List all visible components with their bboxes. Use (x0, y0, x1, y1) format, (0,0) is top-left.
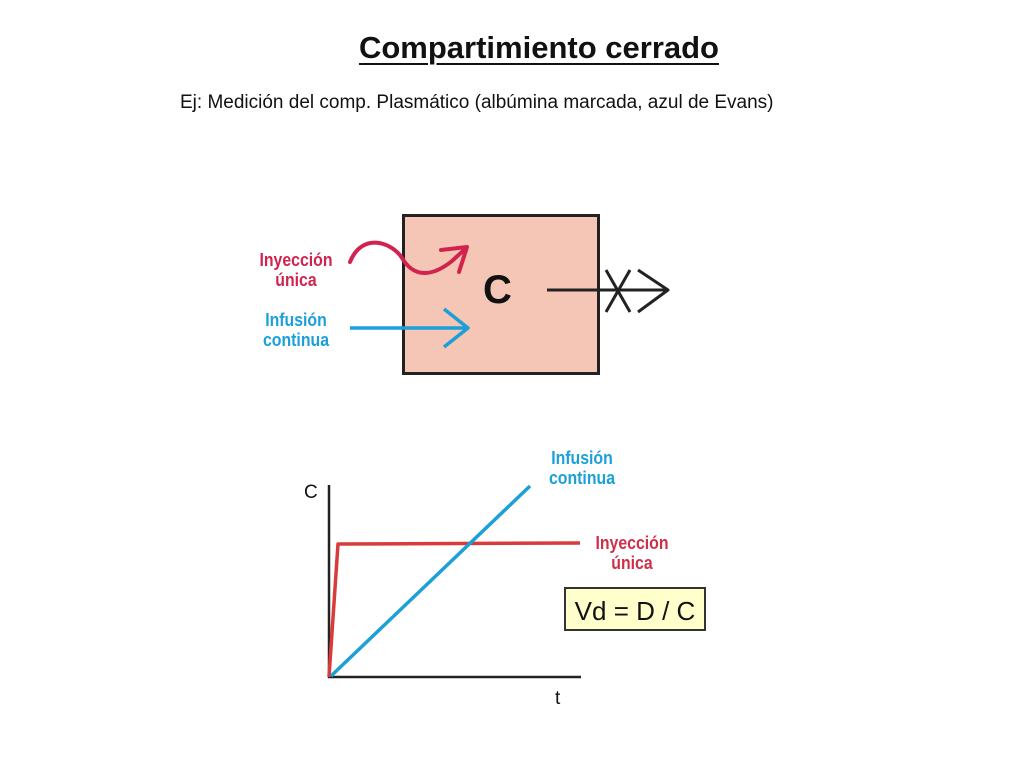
single-injection-arrow-icon (348, 240, 466, 275)
compartment-letter: C (483, 268, 512, 312)
graph-injection-label-line1: Inyección (595, 533, 669, 553)
graph-y-axis-label: C (304, 482, 318, 503)
graph-single-injection-line (327, 541, 581, 678)
continuous-infusion-label: Infusión continua (256, 310, 337, 350)
graph-continuous-infusion-line (329, 484, 532, 678)
page-subtitle: Ej: Medición del comp. Plasmático (albúm… (180, 92, 774, 113)
continuous-infusion-arrowhead-icon (442, 307, 470, 349)
graph-infusion-label: Infusión continua (542, 448, 623, 488)
graph-injection-label: Inyección única (590, 533, 674, 573)
continuous-infusion-label-line2: continua (263, 330, 329, 350)
page-title: Compartimiento cerrado (358, 30, 719, 65)
single-injection-label-line1: Inyección (259, 250, 333, 270)
graph-infusion-label-line2: continua (549, 468, 615, 488)
output-arrowhead-icon (637, 268, 670, 314)
single-injection-label-line2: única (275, 270, 317, 290)
graph-injection-label-line2: única (611, 553, 653, 573)
single-injection-label: Inyección única (256, 250, 337, 290)
compartment-box (402, 214, 600, 375)
volume-formula-box: Vd = D / C (564, 587, 706, 631)
graph-x-axis-label: t (555, 688, 561, 709)
single-injection-arrowhead-icon (439, 245, 469, 274)
continuous-infusion-label-line1: Infusión (265, 310, 327, 330)
output-blocked-cross-icon-2 (604, 269, 632, 313)
graph-infusion-label-line1: Infusión (551, 448, 613, 468)
